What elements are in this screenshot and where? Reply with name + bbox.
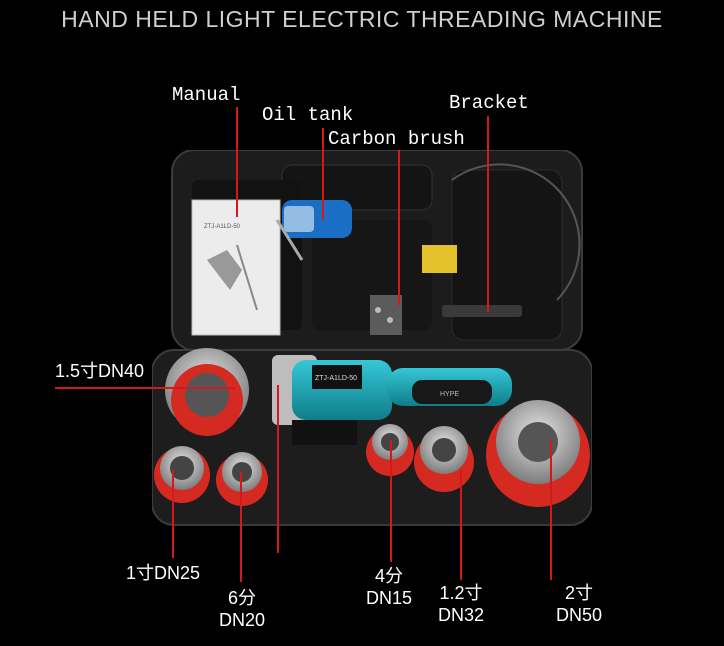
bracket-line [487,116,489,312]
manual-booklet: ZTJ-A1LD-50 [191,199,281,336]
dn40-line [55,387,235,389]
bracket-label: Bracket [449,92,529,114]
oil-tank-label: Oil tank [262,104,354,126]
svg-text:HYPE: HYPE [440,391,459,398]
die-dn50-label-bottom: DN50 [555,605,603,625]
carbon-brush-line [398,150,400,305]
die-dn20-label-top: 6分 [227,588,256,608]
die-dn20-label: 6分 DN20 [212,587,272,631]
oil-tank [275,200,352,261]
dn25-line [172,470,174,558]
svg-text:ZTJ-A1LD-50: ZTJ-A1LD-50 [315,375,357,382]
instruction-card [422,245,457,273]
die-dn32-label: 1.2寸 DN32 [431,582,491,626]
die-dn25-label: 1寸DN25 [126,563,201,583]
dn32-line [460,470,462,580]
die-dn50-label: 2寸 DN50 [549,582,609,626]
die-dn25 [154,446,210,503]
page-title: HAND HELD LIGHT ELECTRIC THREADING MACHI… [61,6,663,32]
die-dn32-label-bottom: DN32 [437,605,485,625]
oil-tank-line [322,128,324,220]
machine-center-line [277,385,279,553]
die-dn40 [165,348,249,436]
manual-line [236,107,238,217]
product-photo: ZTJ-A1LD-50 ZTJ-A1LD-50 HYPE [152,150,592,526]
dn50-line [550,440,552,580]
die-dn15-label-top: 4分 [374,566,403,586]
die-dn32 [414,426,474,492]
bracket [442,163,581,317]
die-dn20 [216,452,268,506]
die-dn20-label-bottom: DN20 [218,610,266,630]
carbon-brush-pack [370,295,402,335]
die-dn50-label-top: 2寸 [564,583,593,603]
svg-text:ZTJ-A1LD-50: ZTJ-A1LD-50 [204,224,241,230]
die-dn15-label: 4分 DN15 [359,565,419,609]
die-dn32-label-top: 1.2寸 [439,583,483,603]
die-dn50 [486,400,590,507]
dn20-line [240,472,242,582]
dn15-line [390,440,392,562]
manual-label: Manual [172,84,241,106]
carbon-brush-label: Carbon brush [328,128,465,150]
die-dn15-label-bottom: DN15 [365,588,413,608]
threading-machine: ZTJ-A1LD-50 HYPE [272,355,512,445]
die-dn40-label: 1.5寸DN40 [55,361,145,381]
